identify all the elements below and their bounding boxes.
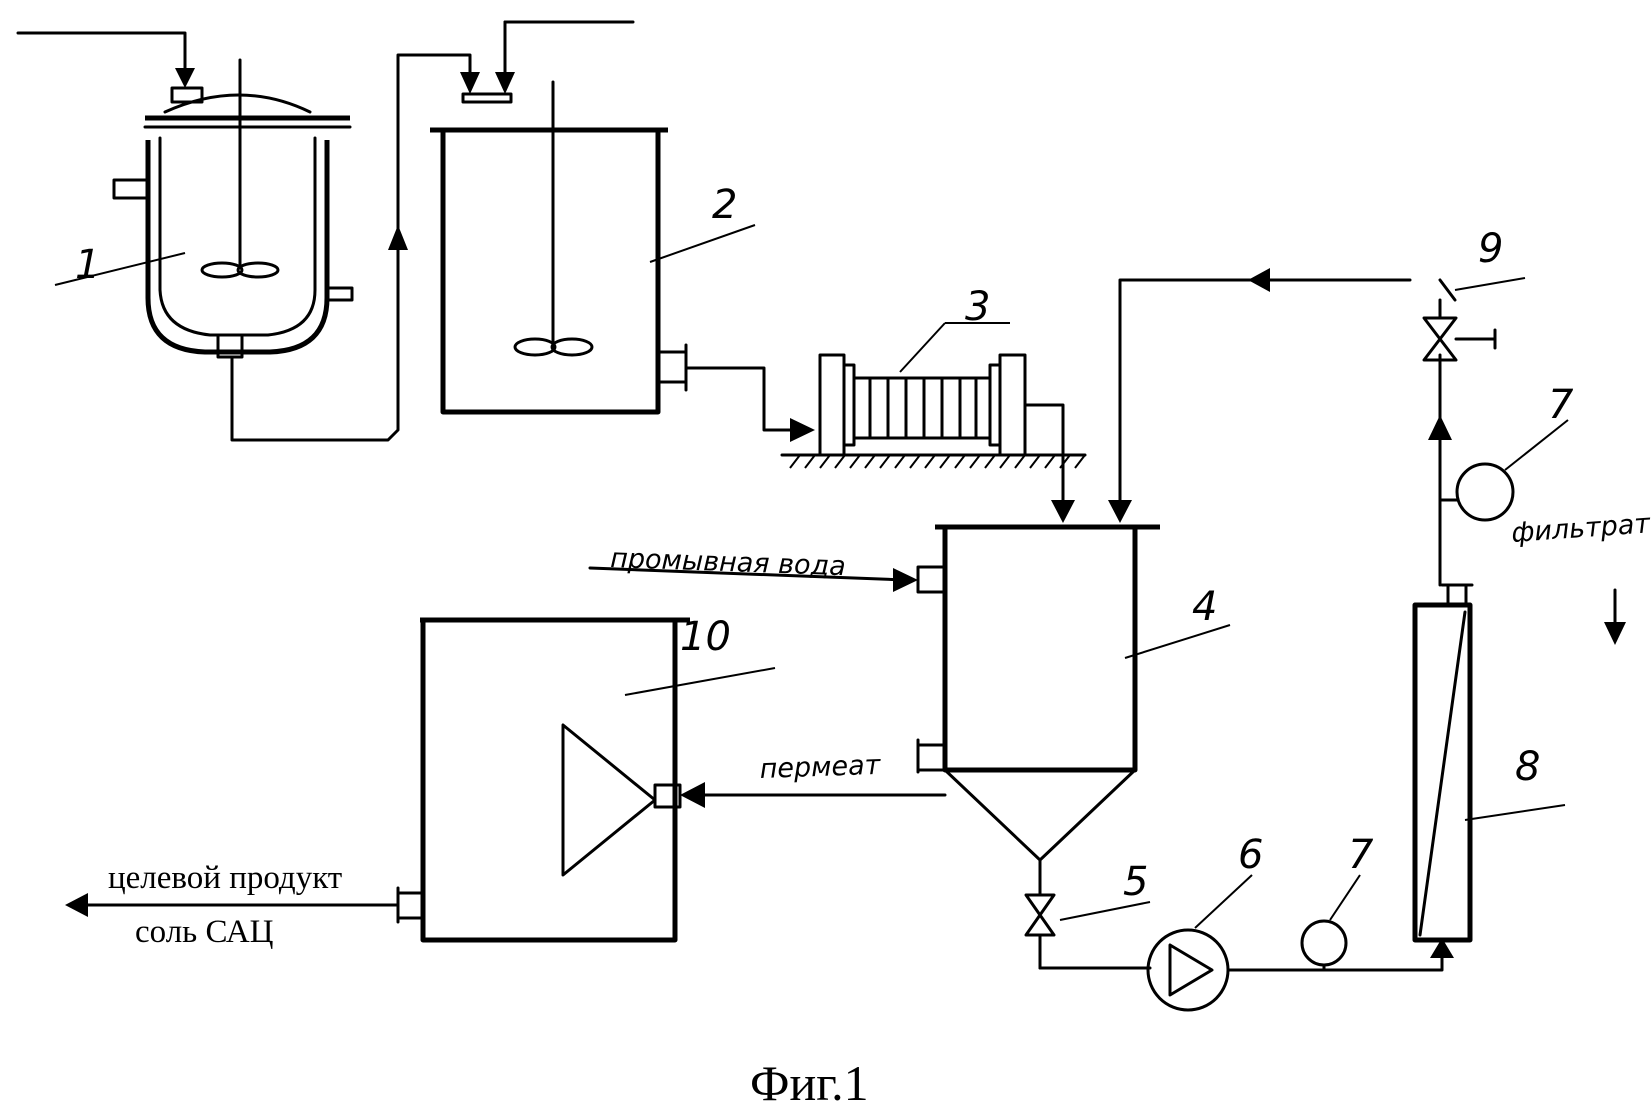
component-label-6: 6	[1238, 832, 1263, 878]
permeate-label: пермеат	[759, 750, 882, 785]
filtrate-outlet	[1604, 590, 1626, 645]
component-label-1: 1	[75, 242, 100, 288]
component-label-4: 4	[1192, 584, 1217, 630]
component-label-7-lower: 7	[1348, 832, 1374, 878]
component-label-5: 5	[1123, 859, 1148, 905]
valve-5	[1026, 860, 1054, 968]
valve-9	[1424, 280, 1495, 360]
filter-press-3	[782, 355, 1085, 523]
component-label-10: 10	[680, 614, 731, 660]
stirred-tank-2	[430, 22, 815, 442]
pump-6	[1040, 930, 1442, 1010]
component-label-7-upper: 7	[1548, 382, 1574, 428]
filtrate-label: фильтрат	[1510, 508, 1651, 549]
component-label-9: 9	[1478, 226, 1503, 272]
membrane-module-8	[1415, 585, 1472, 958]
pressure-gauge-7-lower	[1302, 921, 1346, 970]
component-label-8: 8	[1515, 744, 1540, 790]
figure-caption: Фиг.1	[750, 1055, 869, 1111]
pressure-gauge-7-upper	[1428, 355, 1513, 585]
wash-water-label: промывная вода	[610, 543, 847, 582]
component-label-2: 2	[712, 182, 737, 228]
jacketed-reactor-1	[18, 33, 470, 440]
target-product-salt-label: соль САЦ	[135, 914, 274, 950]
target-product-label: целевой продукт	[108, 860, 342, 896]
